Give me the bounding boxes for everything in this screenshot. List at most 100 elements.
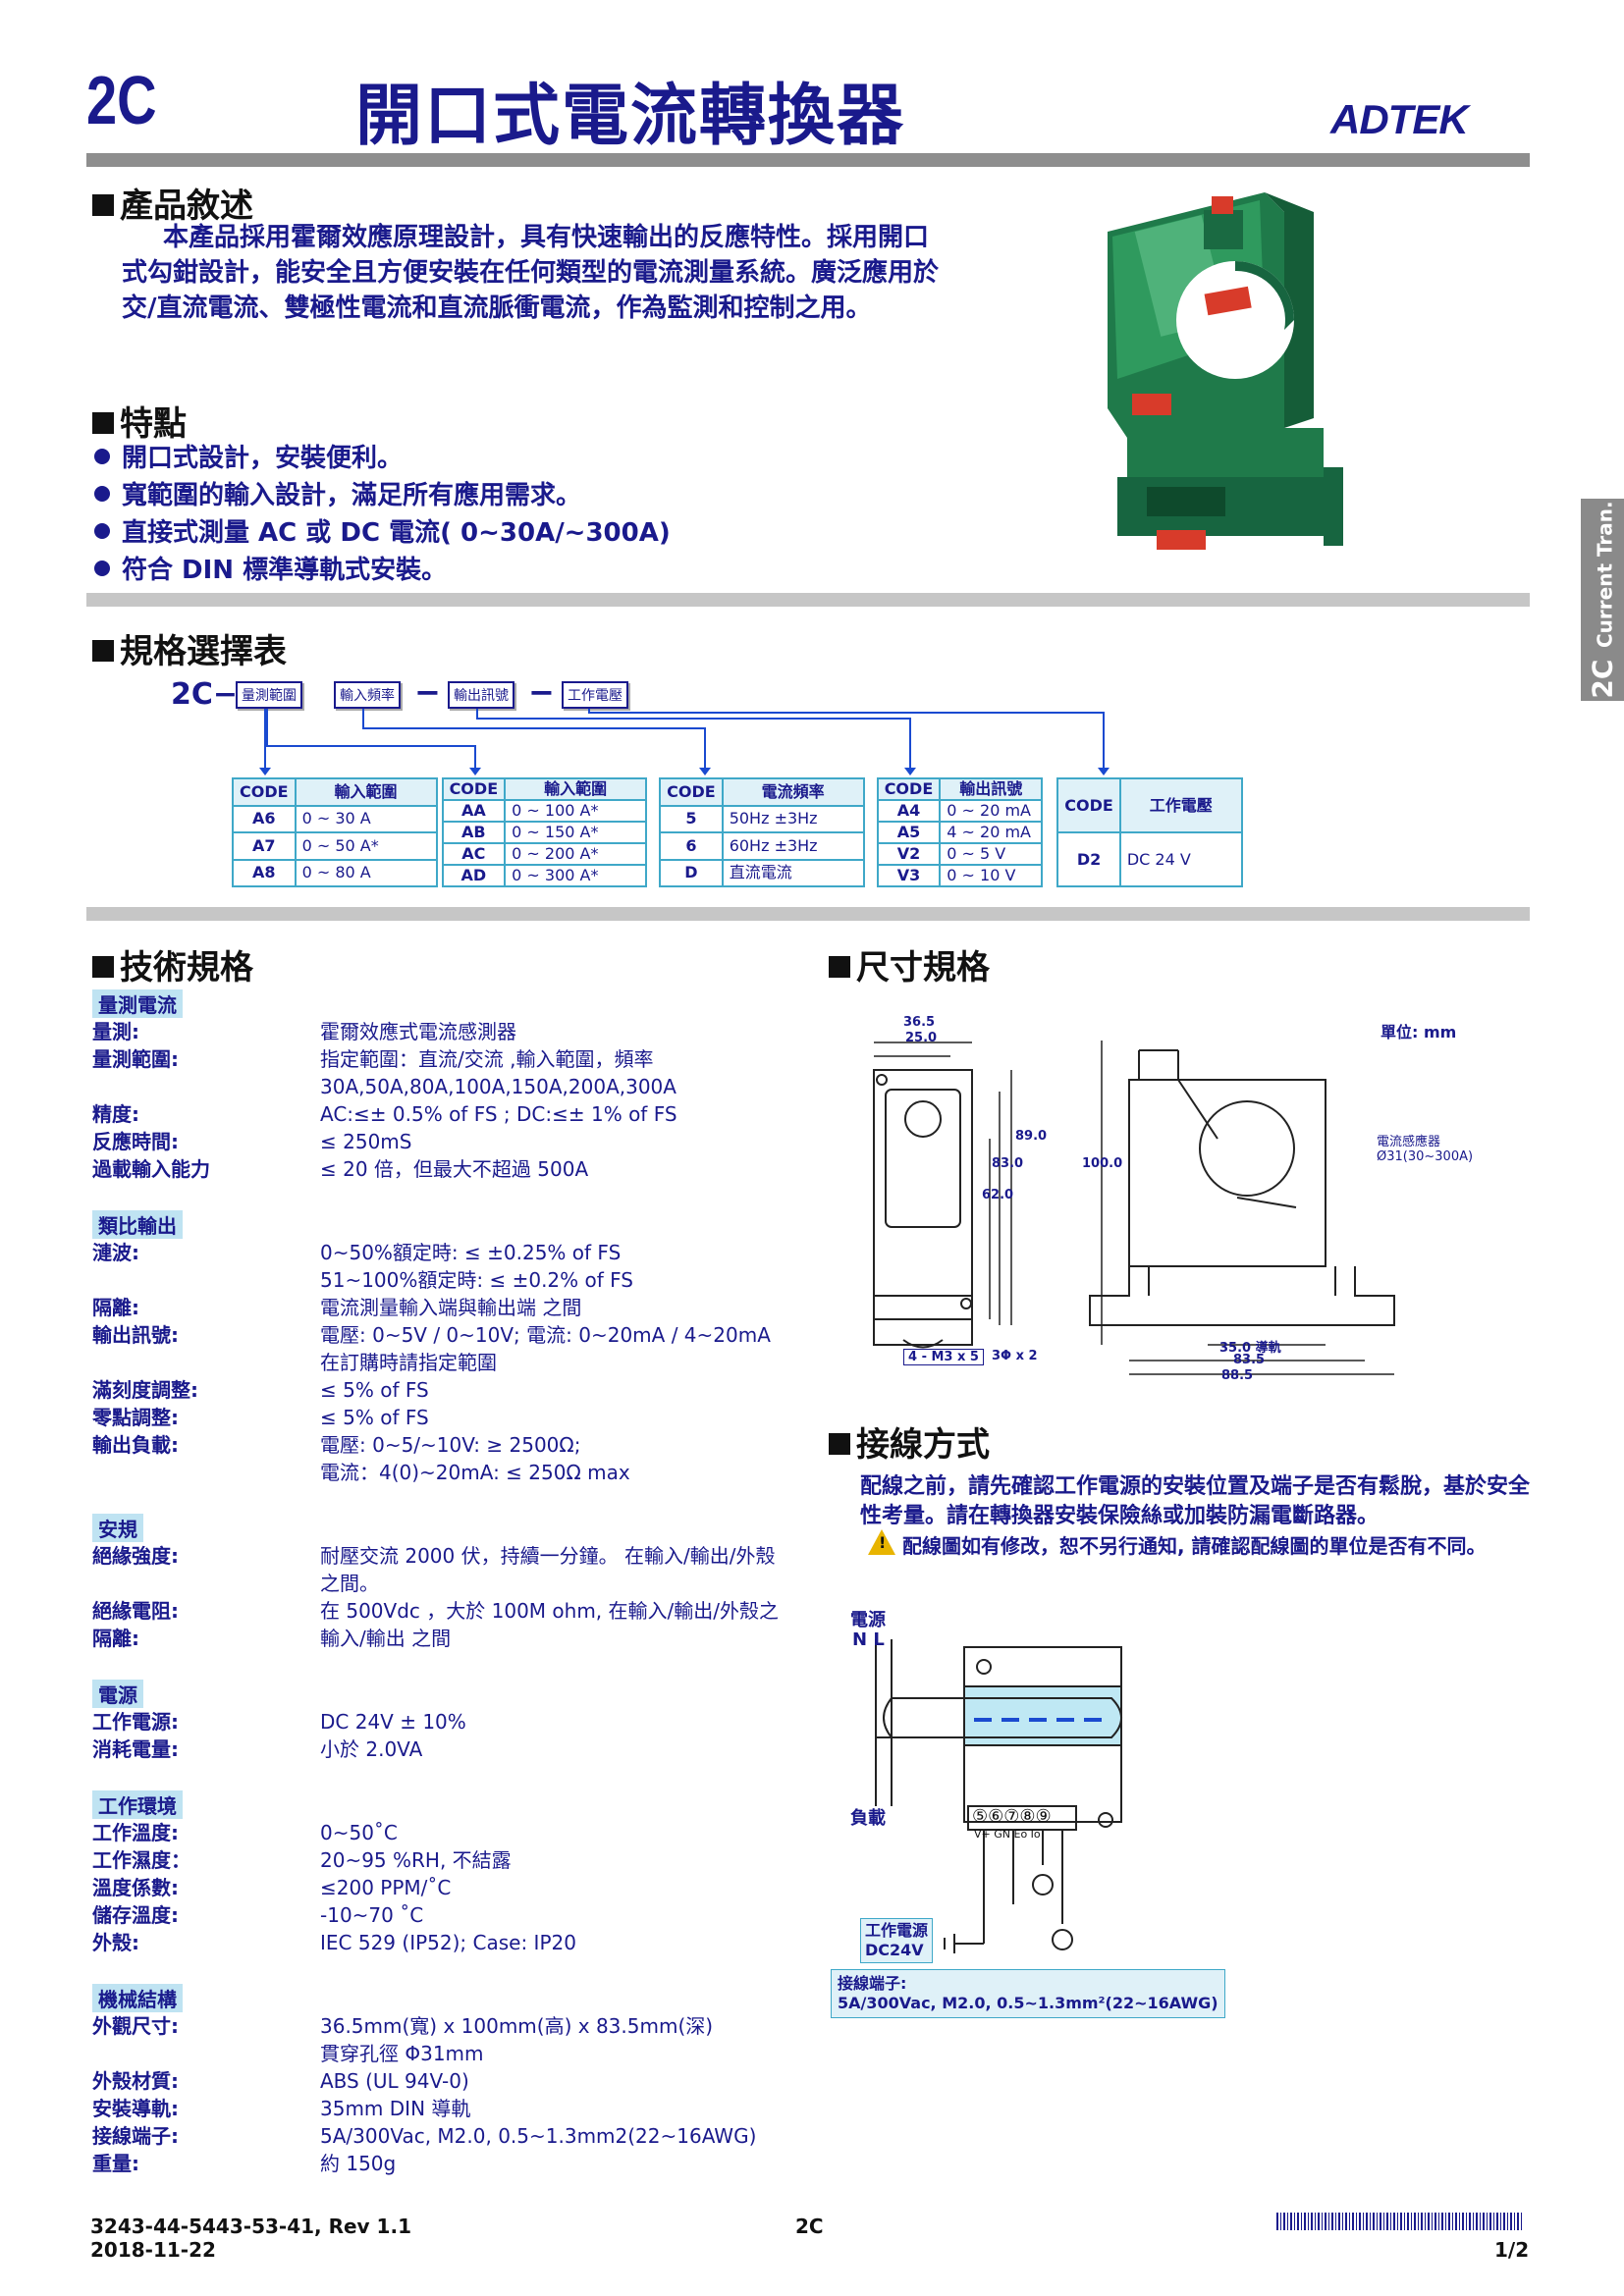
dim-screws: 4 - M3 x 5 bbox=[903, 1349, 984, 1365]
dim-h100: 100.0 bbox=[1082, 1156, 1123, 1171]
bullet-icon bbox=[94, 561, 110, 576]
spec-value-line: 電壓: 0~5V / 0~10V; 電流: 0~20mA / 4~20mA bbox=[320, 1323, 771, 1347]
spec-label: 溫度係數: bbox=[92, 1876, 179, 1899]
spec-label: 量測: bbox=[92, 1020, 139, 1043]
section-divider bbox=[86, 907, 1530, 921]
spec-row: 絕緣強度:耐壓交流 2000 伏，持續一分鐘。 在輸入/輸出/外殼之間。 bbox=[92, 1542, 819, 1597]
code-dash: − bbox=[414, 673, 441, 711]
spec-label: 儲存溫度: bbox=[92, 1903, 179, 1927]
code-dash: − bbox=[528, 673, 555, 711]
spec-label: 工作溫度: bbox=[92, 1821, 179, 1844]
spec-label: 反應時間: bbox=[92, 1130, 179, 1153]
spec-value-line: ABS (UL 94V-0) bbox=[320, 2069, 469, 2093]
dim-holes: 3Φ x 2 bbox=[992, 1349, 1038, 1363]
spec-row: 滿刻度調整:≤ 5% of FS bbox=[92, 1376, 819, 1404]
features-heading: 特點 bbox=[92, 397, 187, 445]
cell-value: 0 ~ 50 A* bbox=[294, 831, 438, 861]
cell-code: D2 bbox=[1056, 831, 1121, 887]
spec-label: 過載輸入能力 bbox=[92, 1157, 210, 1181]
spec-row: 反應時間:≤ 250mS bbox=[92, 1128, 819, 1155]
spec-value: 5A/300Vac, M2.0, 0.5~1.3mm2(22~16AWG) bbox=[320, 2122, 819, 2150]
page-number: 1/2 bbox=[1494, 2238, 1530, 2262]
dim-835: 83.5 bbox=[1233, 1353, 1266, 1367]
cell-value: 0 ~ 200 A* bbox=[504, 842, 648, 866]
spec-label: 工作電源: bbox=[92, 1710, 179, 1734]
spec-value-line: ≤ 20 倍，但最大不超過 500A bbox=[320, 1157, 589, 1181]
description-heading: 產品敘述 bbox=[92, 179, 253, 227]
spec-label: 安裝導軌: bbox=[92, 2097, 179, 2120]
cell-code: D bbox=[659, 858, 724, 887]
spec-value: 電流測量輸入端與輸出端 之間 bbox=[320, 1294, 819, 1321]
feature-item: 寬範圍的輸入設計，滿足所有應用需求。 bbox=[88, 477, 972, 514]
spec-row: 隔離: 輸入/輸出 之間 bbox=[92, 1625, 819, 1652]
code-box-range: 量測範圍 bbox=[236, 681, 302, 709]
page-title: 開口式電流轉換器 bbox=[355, 78, 906, 155]
description-line: 本產品採用霍爾效應原理設計，具有快速輸出的反應特性。採用開口 bbox=[163, 223, 930, 252]
cell-value: 0 ~ 5 V bbox=[939, 842, 1044, 866]
spec-category: 安規 bbox=[92, 1514, 143, 1542]
cell-value: 0 ~ 20 mA bbox=[939, 799, 1044, 823]
spec-label: 隔離: bbox=[92, 1627, 139, 1650]
cell-code: V2 bbox=[876, 842, 942, 866]
spec-row: 外殼材質:ABS (UL 94V-0) bbox=[92, 2067, 819, 2095]
bullet-icon bbox=[94, 523, 110, 539]
spec-label: 隔離: bbox=[92, 1296, 139, 1319]
cell-value: 0 ~ 300 A* bbox=[504, 864, 648, 887]
wiring-note: 配線之前，請先確認工作電源的安裝位置及端子是否有鬆脫，基於安全 性考量。請在轉換… bbox=[860, 1474, 1531, 1528]
spec-value: IEC 529 (IP52); Case: IP20 bbox=[320, 1929, 819, 1956]
spec-group: 機械結構外觀尺寸:36.5mm(寬) x 100mm(高) x 83.5mm(深… bbox=[92, 1984, 819, 2177]
spec-label: 量測範圍: bbox=[92, 1047, 179, 1071]
selection-heading: 規格選擇表 bbox=[92, 624, 287, 672]
side-tab: 2C Current Tran. bbox=[1581, 499, 1624, 701]
dimensions-heading: 尺寸規格 bbox=[829, 940, 990, 988]
spec-row: 輸出訊號:電壓: 0~5V / 0~10V; 電流: 0~20mA / 4~20… bbox=[92, 1321, 819, 1376]
spec-value-line: 電流：4(0)~20mA: ≤ 250Ω max bbox=[320, 1461, 630, 1484]
dim-w-inner: 25.0 bbox=[905, 1031, 938, 1045]
spec-value-line: 耐壓交流 2000 伏，持續一分鐘。 在輸入/輸出/外殼 bbox=[320, 1544, 776, 1568]
spec-category: 工作環境 bbox=[92, 1790, 183, 1819]
spec-row: 工作溫度:0~50˚C bbox=[92, 1819, 819, 1846]
col-header: 工作電壓 bbox=[1118, 777, 1243, 833]
spec-row: 溫度係數:≤200 PPM/˚C bbox=[92, 1874, 819, 1901]
feature-item: 直接式測量 AC 或 DC 電流( 0~30A/~300A) bbox=[88, 514, 972, 552]
spec-label: 滿刻度調整: bbox=[92, 1378, 198, 1402]
cell-value: 0 ~ 100 A* bbox=[504, 799, 648, 823]
spec-value-line: 輸入/輸出 之間 bbox=[320, 1627, 452, 1650]
dim-h83: 83.0 bbox=[992, 1156, 1024, 1171]
spec-value-line: IEC 529 (IP52); Case: IP20 bbox=[320, 1931, 576, 1954]
col-code: CODE bbox=[441, 777, 507, 801]
model-code: 2C bbox=[86, 62, 157, 138]
spec-label: 絕緣強度: bbox=[92, 1544, 179, 1568]
spec-value: DC 24V ± 10% bbox=[320, 1708, 819, 1735]
dim-h89: 89.0 bbox=[1015, 1129, 1048, 1144]
cell-code: A7 bbox=[232, 831, 297, 861]
spec-value: 36.5mm(寬) x 100mm(高) x 83.5mm(深)貫穿孔徑 Φ31… bbox=[320, 2012, 819, 2067]
spec-value-line: AC:≤± 0.5% of FS ; DC:≤± 1% of FS bbox=[320, 1102, 677, 1126]
spec-value-line: 約 150g bbox=[320, 2152, 397, 2175]
spec-value-line: 在 500Vdc ，大於 100M ohm, 在輸入/輸出/外殼之 bbox=[320, 1599, 779, 1623]
cell-value: DC 24 V bbox=[1118, 831, 1243, 887]
spec-value: ABS (UL 94V-0) bbox=[320, 2067, 819, 2095]
spec-label: 絕緣電阻: bbox=[92, 1599, 179, 1623]
supply-label: 工作電源 DC24V bbox=[860, 1918, 934, 1963]
feature-item: 開口式設計，安裝便利。 bbox=[88, 440, 972, 477]
spec-value-line: 霍爾效應式電流感測器 bbox=[320, 1020, 516, 1043]
code-box-voltage: 工作電壓 bbox=[562, 681, 628, 709]
cell-code: A8 bbox=[232, 858, 297, 887]
spec-value-line: -10~70 ˚C bbox=[320, 1903, 424, 1927]
cell-code: AB bbox=[441, 821, 507, 844]
spec-row: 精度:AC:≤± 0.5% of FS ; DC:≤± 1% of FS bbox=[92, 1100, 819, 1128]
wiring-warning: ! 配線圖如有修改，恕不另行通知, 請確認配線圖的單位是否有不同。 bbox=[868, 1529, 1487, 1559]
spec-value-line: 電流測量輸入端與輸出端 之間 bbox=[320, 1296, 582, 1319]
spec-row: 重量:約 150g bbox=[92, 2150, 819, 2177]
spec-label: 外殼: bbox=[92, 1931, 139, 1954]
spec-label: 工作濕度： bbox=[92, 1848, 190, 1872]
feature-item: 符合 DIN 標準導軌式安裝。 bbox=[88, 552, 972, 589]
spec-label: 消耗電量: bbox=[92, 1737, 179, 1761]
cell-code: 5 bbox=[659, 804, 724, 833]
spec-value: 輸入/輸出 之間 bbox=[320, 1625, 819, 1652]
